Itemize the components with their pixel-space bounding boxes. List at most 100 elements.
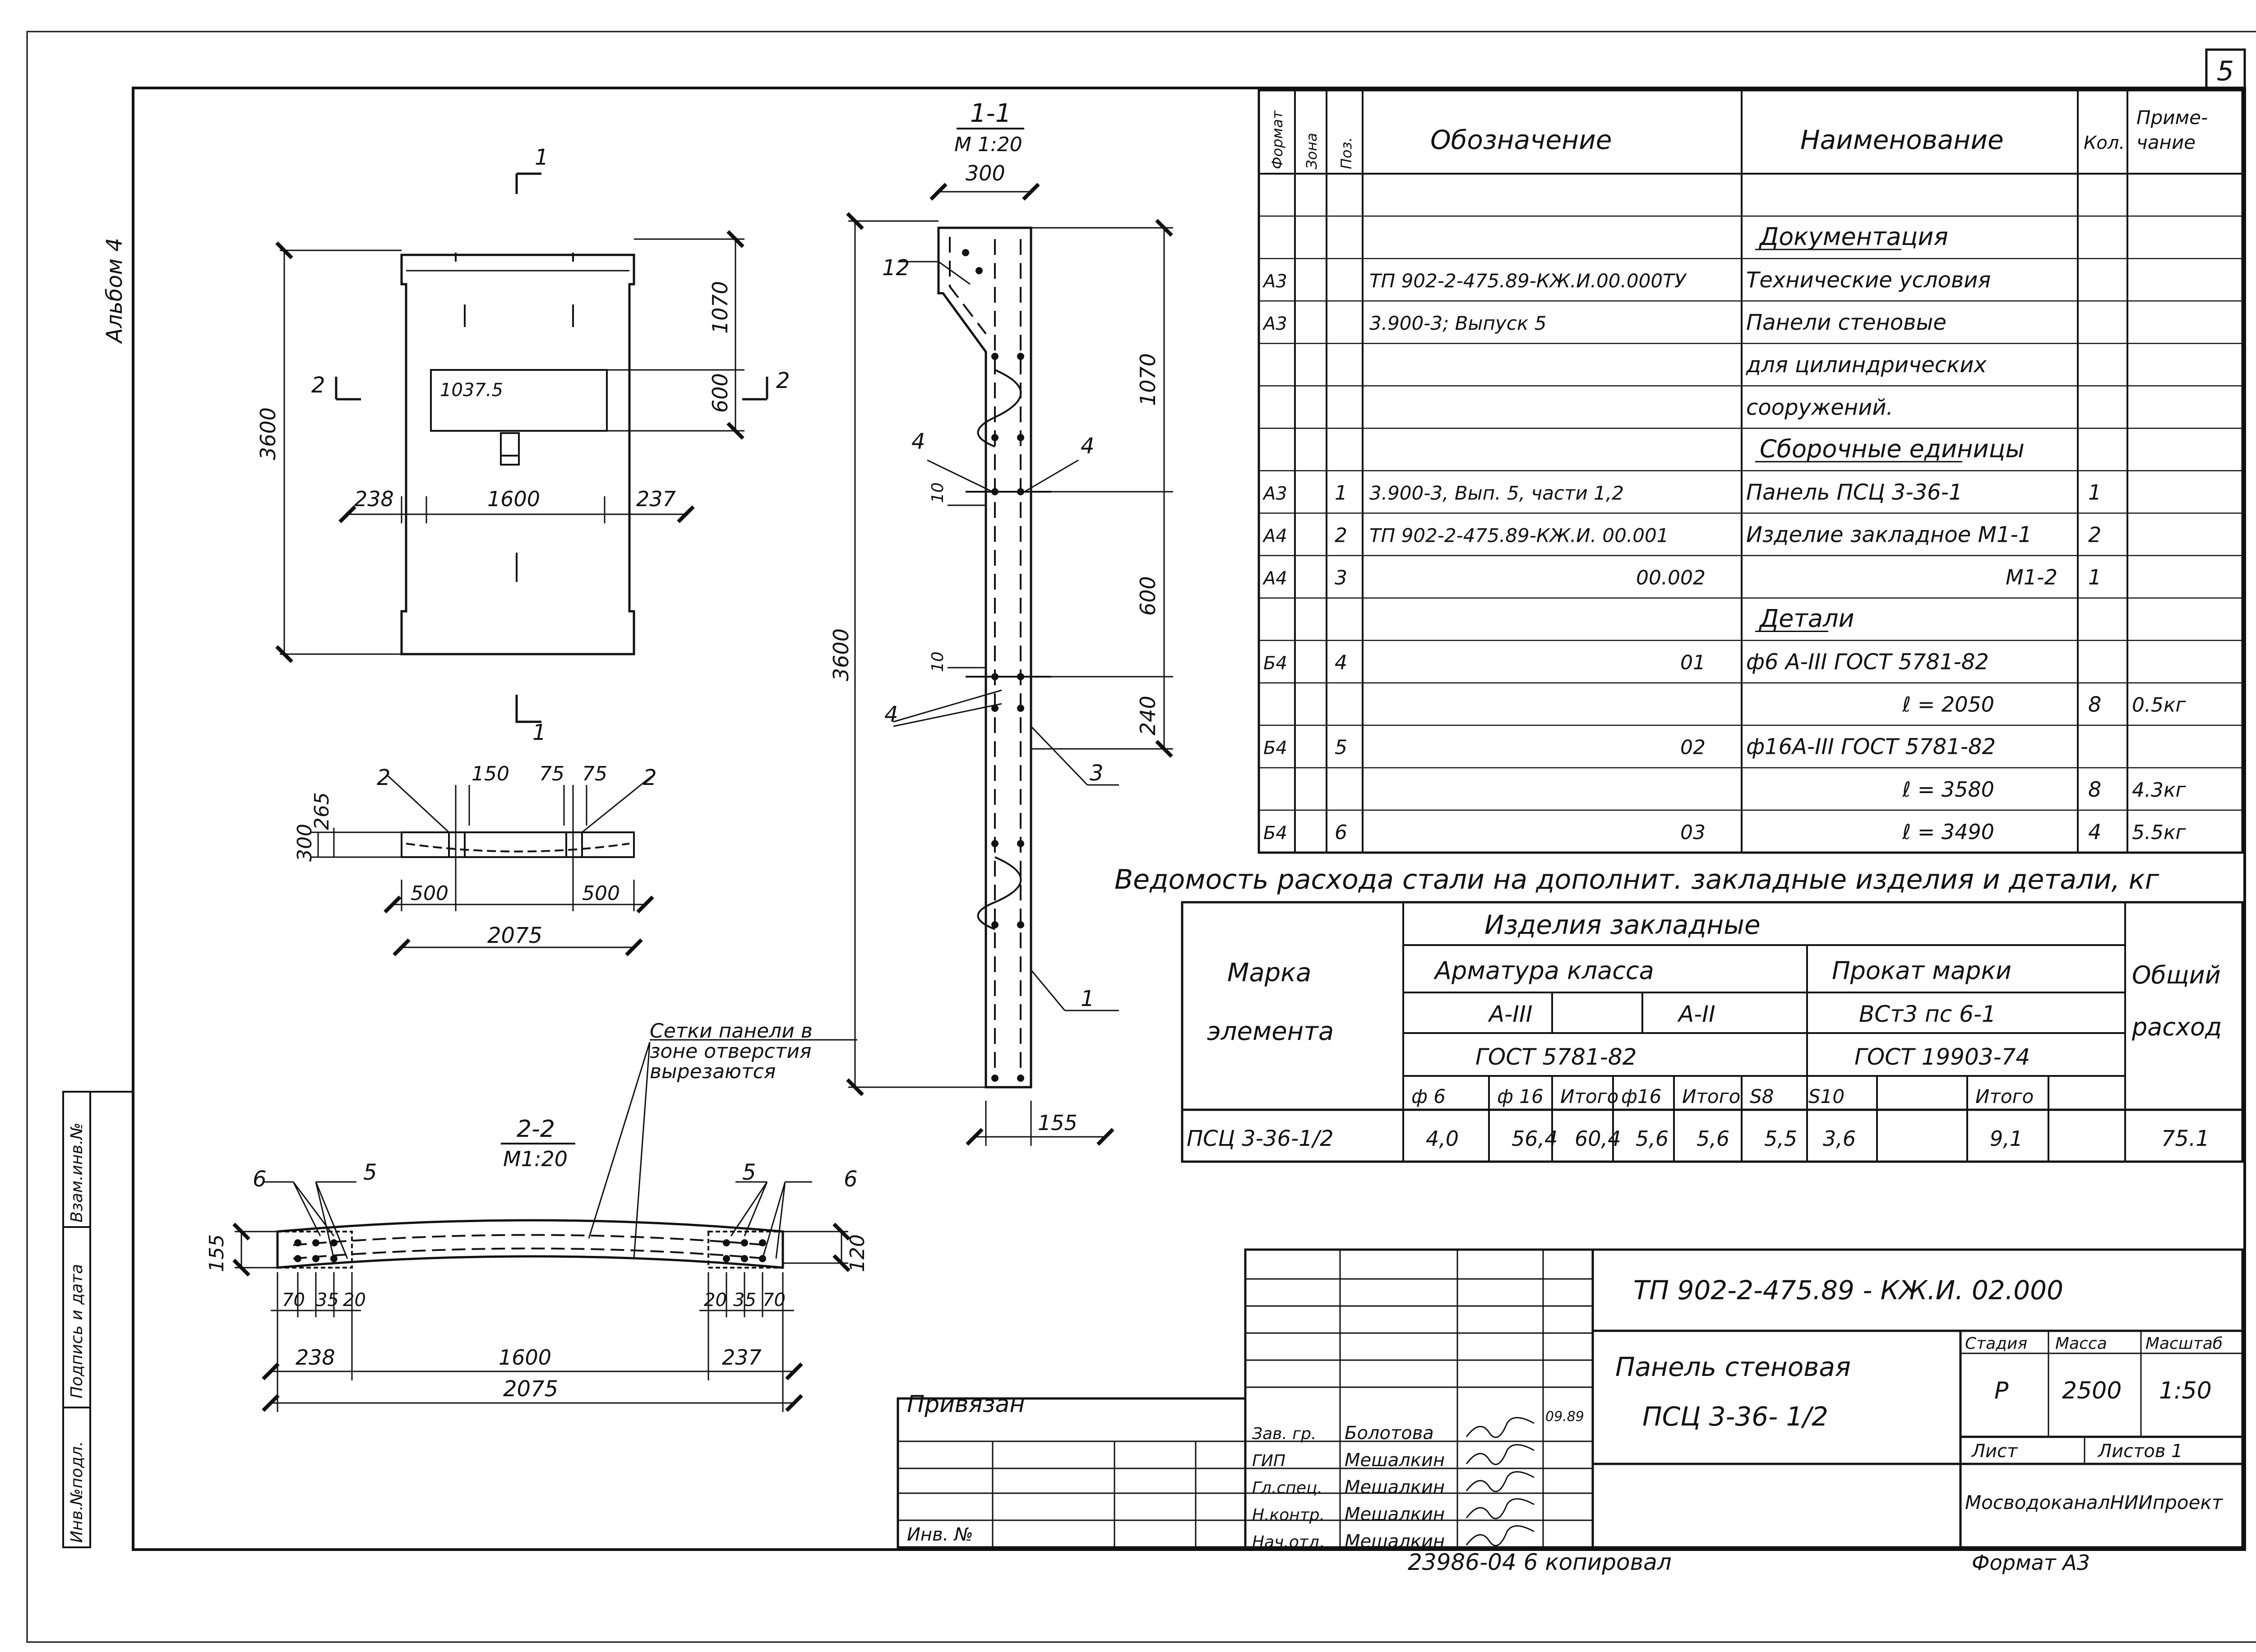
spec-cell-pos: 2 <box>1335 524 1347 547</box>
section-2-2-dim-120: 120 <box>846 1234 869 1272</box>
section-2-2-dim-35a: 35 <box>316 1290 339 1311</box>
spec-cell-pos: 3 <box>1335 567 1347 590</box>
front-dim-1070: 1070 <box>708 281 732 334</box>
steel-col-header: Итого <box>1975 1085 2034 1107</box>
section-1-1-dim-240: 240 <box>1136 696 1160 735</box>
spec-cell-pos: 5 <box>1335 736 1347 759</box>
front-dim-1600: 1600 <box>487 487 540 511</box>
plan-dim-500a: 500 <box>411 882 448 905</box>
title-date: 09.89 <box>1545 1409 1584 1425</box>
signatory-role: ГИП <box>1252 1452 1285 1470</box>
side-strip <box>62 1091 133 1548</box>
title-name-1: Панель стеновая <box>1615 1352 1851 1382</box>
spec-cell-qty: 4 <box>2088 820 2101 844</box>
steel-col-header: S8 <box>1750 1085 1774 1107</box>
spec-cell-designation: 3.900-3; Выпуск 5 <box>1369 312 1546 334</box>
plan-dim-75b: 75 <box>582 762 607 785</box>
section-2-2-note-1: Сетки панели в <box>650 1020 813 1043</box>
spec-cell-format: Б4 <box>1263 738 1287 759</box>
spec-header-zone: Зона <box>1303 133 1320 169</box>
steel-a3-label: А-III <box>1488 1001 1532 1027</box>
section-2-2-dim-2075: 2075 <box>503 1376 558 1402</box>
steel-col-value: 9,1 <box>1990 1126 2023 1151</box>
spec-cell-designation: 02 <box>1680 736 1706 759</box>
plan-dim-75a: 75 <box>539 762 564 785</box>
spec-cell-name: ℓ = 3580 <box>1902 777 1994 802</box>
section-2-2-dim-20a: 20 <box>343 1290 366 1311</box>
title-scale: 1:50 <box>2159 1377 2212 1404</box>
steel-col-value: 3,6 <box>1823 1126 1856 1151</box>
rebar-dots <box>962 249 1024 1082</box>
section-mark-1-top: 1 <box>535 145 549 170</box>
section-2-2-title: 2-2 <box>517 1116 555 1143</box>
section-2-2-scale: М1:20 <box>503 1147 568 1171</box>
signature-mark <box>1465 1525 1535 1546</box>
steel-table-title: Ведомость расхода стали на дополнит. зак… <box>1114 864 2159 895</box>
section-2-2-pos-6b: 6 <box>844 1167 858 1192</box>
spec-cell-name: ℓ = 3490 <box>1902 820 1994 844</box>
side-label-repl: Взам.инв.№ <box>68 1122 86 1223</box>
opening-label: 1037.5 <box>440 380 503 401</box>
section-1-1: 1-1 М 1:20 300 <box>829 99 1173 1146</box>
title-footer: 23986-04 6 копировал <box>1408 1549 1672 1575</box>
steel-col-header: ф16 <box>1621 1085 1661 1107</box>
steel-col-value: 60,4 <box>1575 1126 1621 1151</box>
spec-cell-name: ℓ = 2050 <box>1902 692 1994 717</box>
section-mark-2-right: 2 <box>776 368 790 393</box>
steel-col-value: 4,0 <box>1426 1126 1459 1151</box>
section-2-2-note-3: вырезаются <box>650 1060 776 1083</box>
section-1-1-pos-4a: 4 <box>911 429 925 454</box>
section-2-2-dim-238: 238 <box>296 1345 335 1370</box>
album-label: Альбом 4 <box>102 238 127 344</box>
section-1-1-dim-10b: 10 <box>929 651 947 672</box>
spec-cell-designation: 3.900-3, Вып. 5, части 1,2 <box>1369 482 1624 504</box>
signatory-role: Зав. гр. <box>1252 1425 1316 1443</box>
spec-row: для цилиндрических <box>1746 352 1987 378</box>
steel-armatura-label: Арматура класса <box>1433 956 1654 985</box>
section-2-2-dim-1600: 1600 <box>499 1345 551 1370</box>
steel-vst-label: ВСт3 пс 6-1 <box>1859 1001 1996 1027</box>
title-code: ТП 902-2-475.89 - КЖ.И. 02.000 <box>1633 1275 2063 1306</box>
section-2-2-dim-35b: 35 <box>733 1290 756 1311</box>
spec-cell-name: Панели стеновые <box>1746 310 1946 335</box>
spec-cell-name: Панель ПСЦ 3-36-1 <box>1746 480 1963 505</box>
steel-col-header: ф 6 <box>1411 1085 1446 1107</box>
section-2-2-note-2: зоне отверстия <box>650 1040 812 1063</box>
title-inv-label: Инв. № <box>907 1524 973 1545</box>
steel-prokat-label: Прокат марки <box>1832 956 2011 985</box>
title-name-2: ПСЦ 3-36- 1/2 <box>1642 1401 1828 1432</box>
signatory-name: Мешалкин <box>1345 1477 1445 1498</box>
plan-dim-500b: 500 <box>582 882 620 905</box>
section-2-2-dim-70b: 70 <box>763 1290 786 1311</box>
title-format: Формат А3 <box>1972 1550 2090 1575</box>
title-org: МосводоканалНИИпроект <box>1965 1491 2224 1514</box>
spec-header-designation: Обозначение <box>1430 125 1612 155</box>
spec-cell-name: М1-2 <box>2006 565 2057 590</box>
spec-cell-designation: ТП 902-2-475.89-КЖ.И. 00.001 <box>1369 524 1669 546</box>
steel-gost1-label: ГОСТ 5781-82 <box>1475 1044 1637 1070</box>
side-label-inv: Инв.№подл. <box>68 1441 86 1543</box>
steel-mark-label-2: элемента <box>1207 1017 1334 1046</box>
title-mass-label: Масса <box>2055 1334 2107 1353</box>
title-stage-label: Стадия <box>1965 1334 2027 1353</box>
section-1-1-dim-1070: 1070 <box>1136 353 1160 406</box>
spec-cell-name: ф6 А-III ГОСТ 5781-82 <box>1746 650 1989 675</box>
section-1-1-pos-4c: 4 <box>884 702 898 727</box>
section-1-1-pos-3: 3 <box>1090 761 1104 786</box>
title-block: ТП 902-2-475.89 - КЖ.И. 02.000 Панель ст… <box>897 1248 2244 1575</box>
steel-mark-label-1: Марка <box>1227 958 1311 988</box>
section-2-2-pos-5b: 5 <box>742 1160 756 1185</box>
signature-mark <box>1465 1471 1535 1492</box>
spec-cell-qty: 8 <box>2088 777 2101 802</box>
spec-cell-format: Б4 <box>1263 653 1287 674</box>
signatory-name: Мешалкин <box>1345 1531 1445 1552</box>
spec-cell-name: ф16А-III ГОСТ 5781-82 <box>1746 734 1996 760</box>
steel-col-header: Итого <box>1560 1085 1618 1107</box>
steel-col-value: 5,5 <box>1764 1126 1797 1151</box>
side-label-sign: Подпись и дата <box>68 1264 86 1398</box>
